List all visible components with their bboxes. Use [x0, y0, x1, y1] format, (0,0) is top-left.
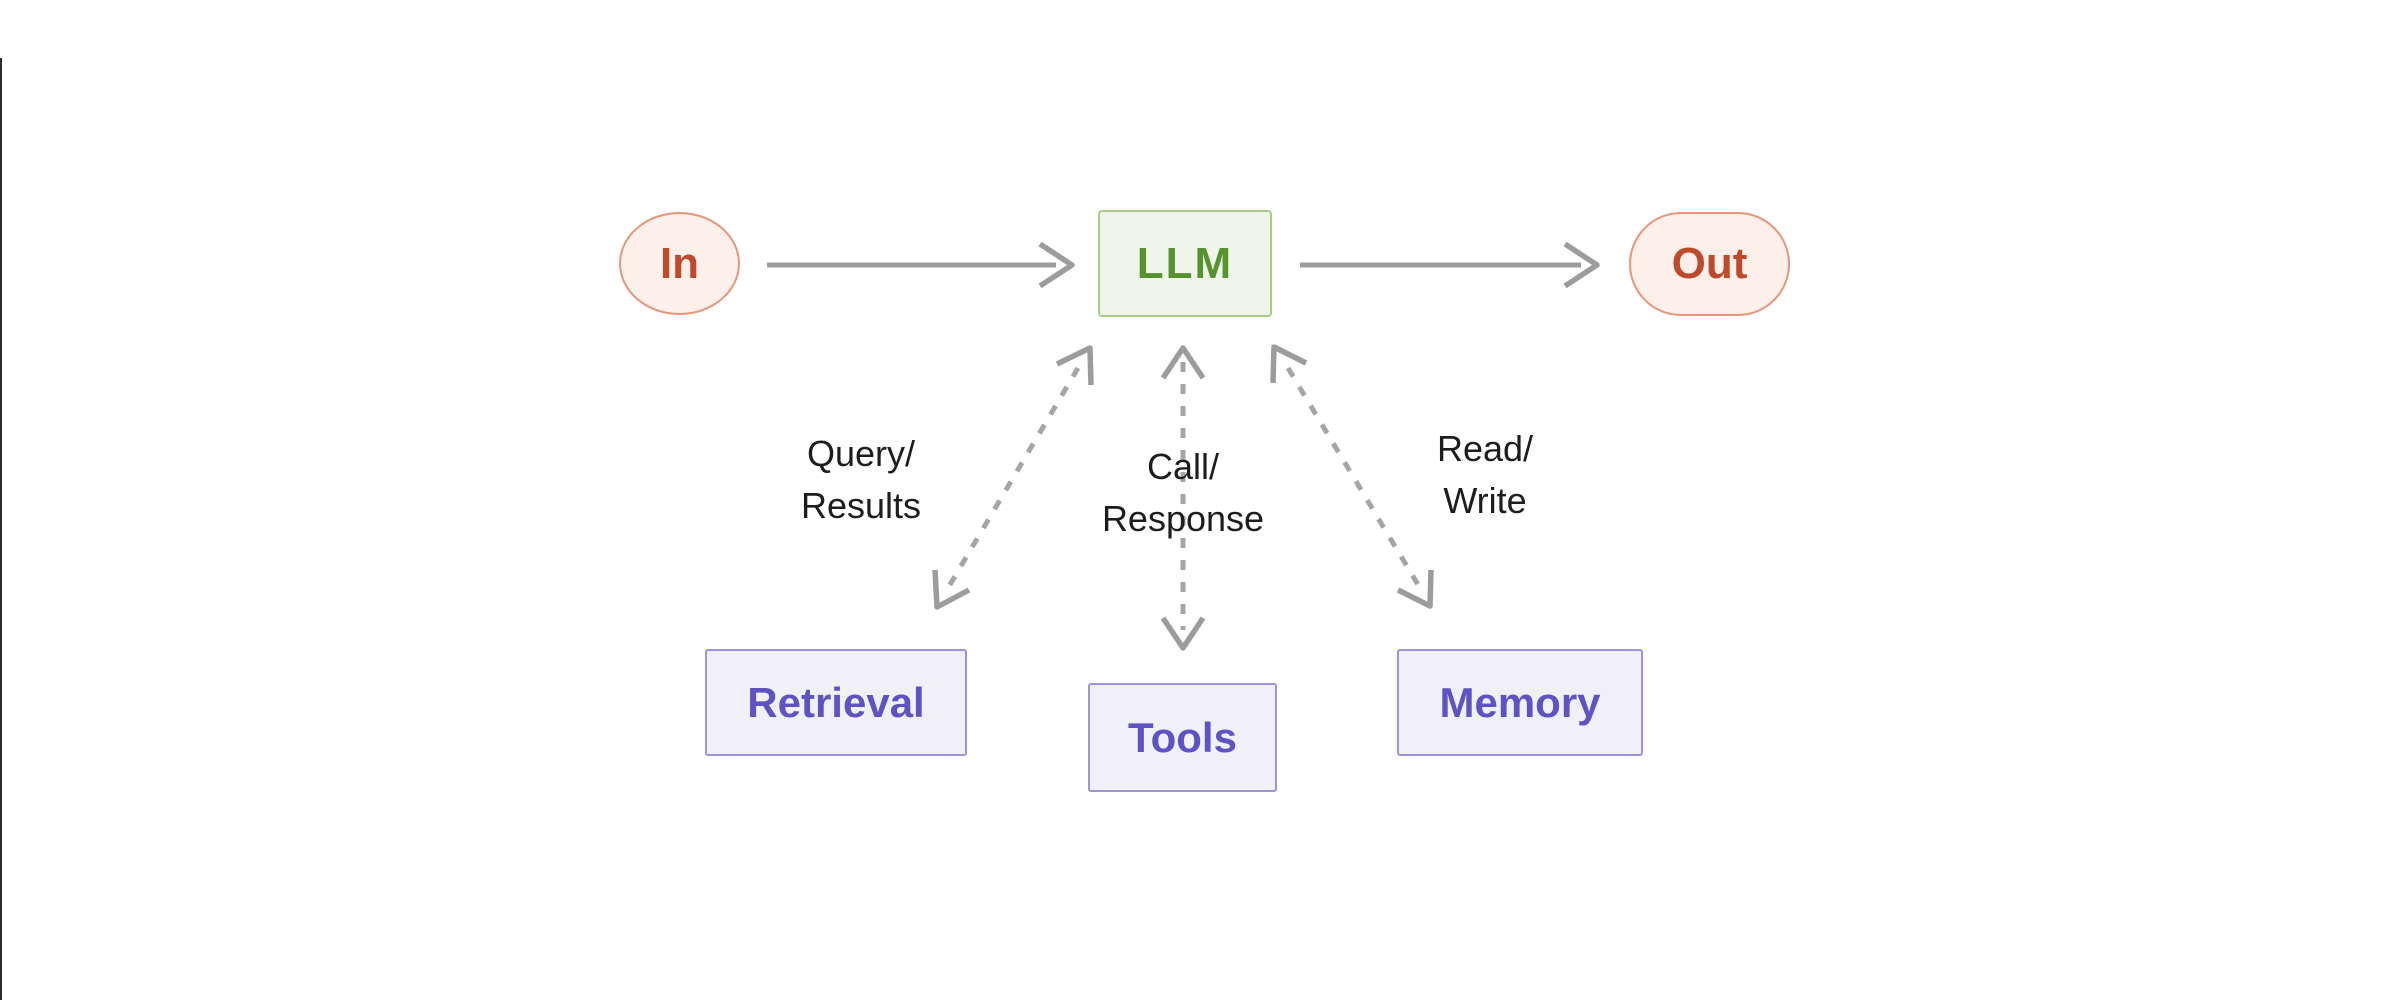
edge-label-call-line1: Call/ [1146, 446, 1220, 487]
node-retrieval-label: Retrieval [747, 678, 925, 726]
node-tools-label: Tools [1128, 713, 1237, 761]
edge-label-call-line2: Response [1101, 498, 1265, 539]
arrow-in-to-llm [767, 241, 1075, 289]
edge-label-call-response: Call/ Response [1033, 441, 1333, 545]
node-memory-label: Memory [1439, 678, 1601, 726]
edge-label-read-line2: Write [1443, 480, 1527, 521]
edge-label-query-results: Query/ Results [711, 428, 1011, 532]
dashed-arrow-llm-tools [1160, 345, 1206, 651]
node-out: Out [1629, 212, 1790, 316]
dashed-arrow-llm-memory [1270, 344, 1434, 609]
node-llm-label: LLM [1136, 238, 1234, 288]
node-memory: Memory [1397, 649, 1643, 756]
edge-label-read-write: Read/ Write [1335, 423, 1635, 527]
node-in: In [619, 212, 740, 315]
node-tools: Tools [1088, 683, 1277, 792]
page-left-border-line [0, 58, 2, 1000]
dashed-arrow-llm-retrieval [932, 345, 1094, 610]
node-in-label: In [659, 238, 700, 288]
node-retrieval: Retrieval [705, 649, 967, 756]
edge-label-read-line1: Read/ [1436, 428, 1534, 469]
node-out-label: Out [1671, 239, 1748, 288]
edge-label-query-line1: Query/ [806, 433, 916, 474]
arrow-llm-to-out [1300, 241, 1600, 289]
edge-label-query-line2: Results [800, 485, 922, 526]
node-llm: LLM [1098, 210, 1272, 317]
